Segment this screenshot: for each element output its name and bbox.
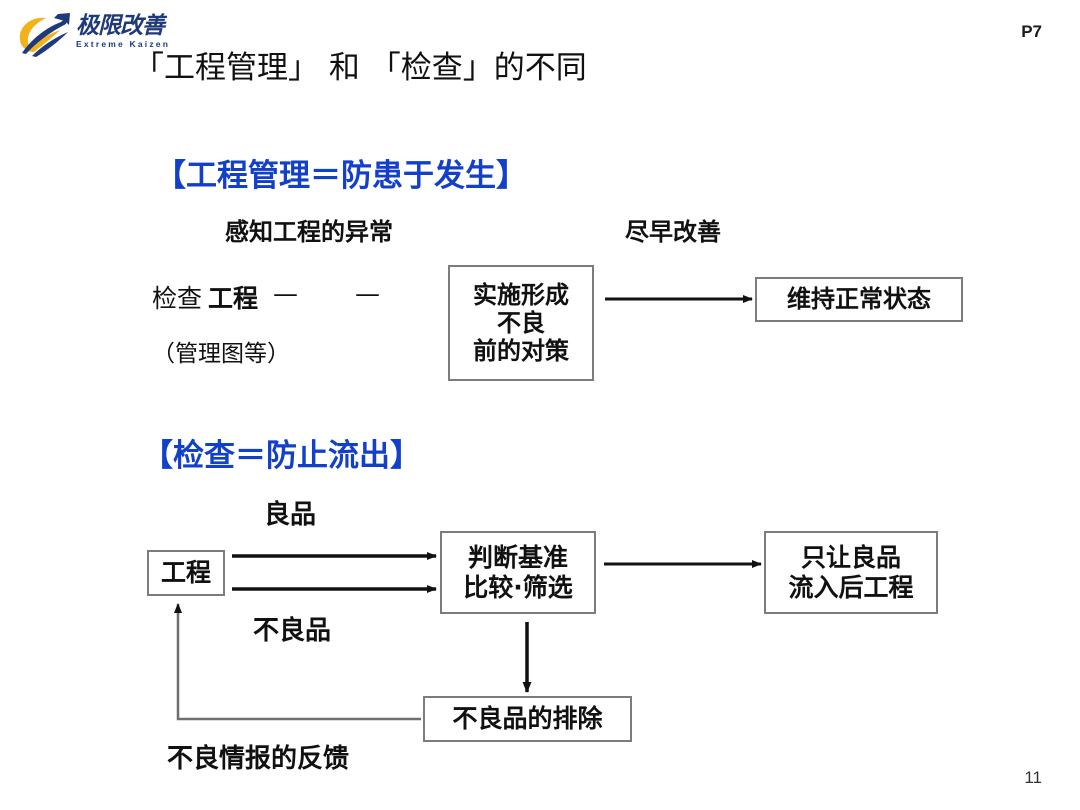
label-dash-second: — xyxy=(355,279,380,308)
box-preventive-measure: 实施形成 不良 前的对策 xyxy=(448,265,594,381)
box-maintain-normal-state-line1: 维持正常状态 xyxy=(787,285,931,314)
label-dash-first: — xyxy=(273,279,298,308)
box-judgement-criteria-line1: 判断基准 xyxy=(467,543,568,572)
label-sense-abnormality: 感知工程的异常 xyxy=(225,218,393,246)
box-judgement-criteria-line2: 比较·筛选 xyxy=(463,572,573,602)
label-inspect-process-light: 检查 xyxy=(152,284,203,313)
box-pass-good-products-line2: 流入后工程 xyxy=(788,572,914,602)
box-judgement-criteria: 判断基准 比较·筛选 xyxy=(440,531,596,614)
box-process: 工程 xyxy=(147,550,225,596)
page-title: 「工程管理」 和 「检查」的不同 xyxy=(133,50,587,86)
brand-logo-text: 极限改善 Extreme Kaizen xyxy=(76,14,200,49)
label-defective-product: 不良品 xyxy=(253,616,332,646)
kaizen-swoosh-logo-icon xyxy=(19,13,70,57)
box-pass-good-products: 只让良品 流入后工程 xyxy=(764,531,938,614)
box-preventive-measure-line3: 前的对策 xyxy=(473,337,569,366)
box-reject-defects: 不良品的排除 xyxy=(423,696,632,742)
brand-name-en: Extreme Kaizen xyxy=(76,39,171,49)
box-pass-good-products-line1: 只让良品 xyxy=(800,543,901,572)
footer-page-number: 11 xyxy=(1024,768,1042,787)
section-heading-inspection: 【检查＝防止流出】 xyxy=(142,438,421,474)
box-maintain-normal-state: 维持正常状态 xyxy=(755,277,963,322)
page-tag: P7 xyxy=(1021,22,1042,41)
box-process-line1: 工程 xyxy=(160,558,211,588)
label-early-improvement: 尽早改善 xyxy=(625,218,721,246)
brand-name-cn: 极限改善 xyxy=(76,13,165,39)
brand-logo: 极限改善 Extreme Kaizen xyxy=(14,8,204,64)
box-preventive-measure-line2: 不良 xyxy=(497,308,545,337)
box-reject-defects-line1: 不良品的排除 xyxy=(452,704,603,734)
section-heading-process-control: 【工程管理＝防患于发生】 xyxy=(155,158,527,194)
label-defect-info-feedback: 不良情报的反馈 xyxy=(167,744,350,774)
label-good-product: 良品 xyxy=(264,500,317,530)
label-inspect-process-bold: 工程 xyxy=(208,284,259,313)
label-control-chart-note: （管理图等） xyxy=(152,341,290,367)
box-preventive-measure-line1: 实施形成 xyxy=(473,280,569,309)
